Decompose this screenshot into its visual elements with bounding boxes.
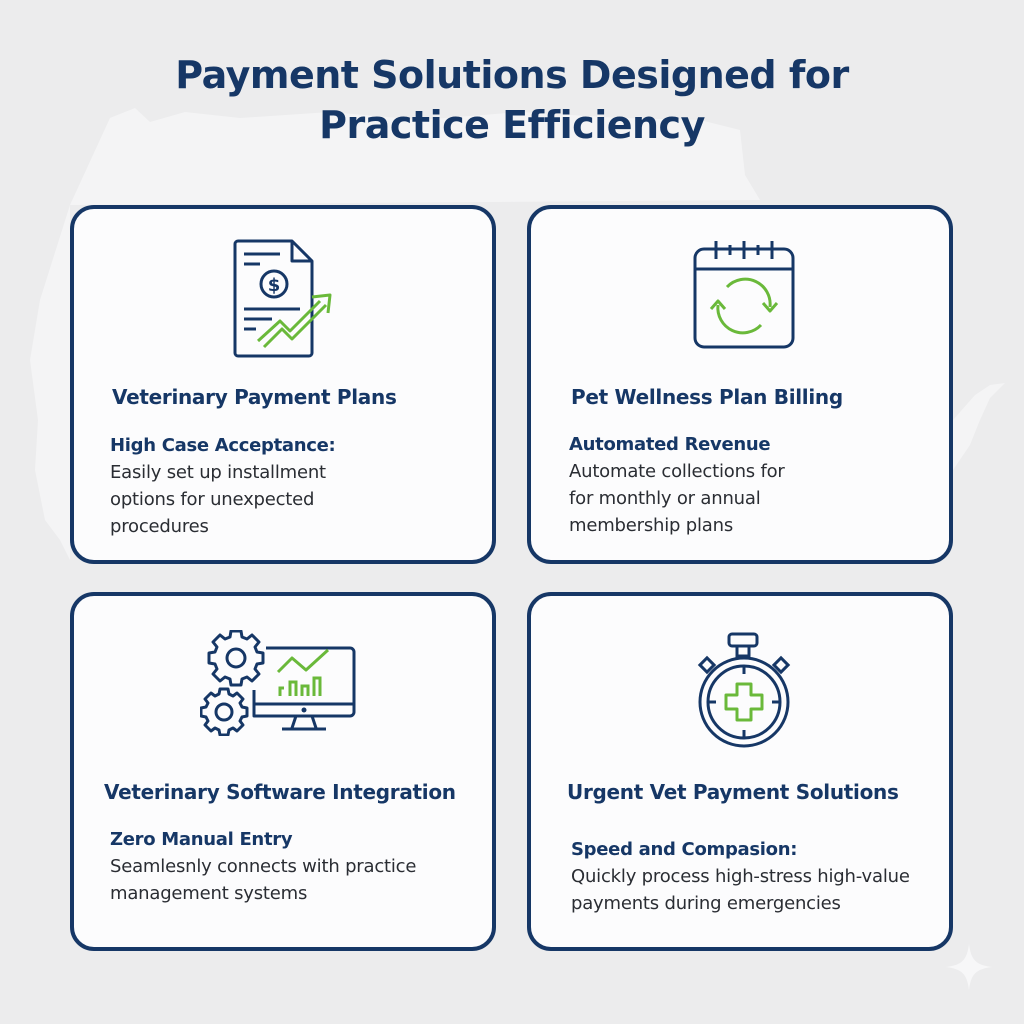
card-body-line: Seamlesnly connects with practice	[110, 856, 417, 877]
card-body-line: Automate collections for	[569, 461, 785, 482]
card-subtitle: Automated Revenue	[569, 434, 771, 455]
card-body-line: Easily set up installment	[110, 462, 326, 483]
card-body-line: membership plans	[569, 515, 734, 536]
card-body-line: Quickly process high-stress high-value	[571, 866, 910, 887]
page-title-line-2: Practice Efficiency	[319, 103, 705, 147]
gears-monitor-chart-icon	[200, 630, 360, 736]
card-title: Pet Wellness Plan Billing	[571, 385, 843, 409]
card-subtitle: High Case Acceptance:	[110, 435, 336, 456]
card-veterinary-payment-plans: $ Veterinary Payment Plans High Case Acc…	[70, 205, 496, 564]
card-body: Easily set up installment options for un…	[110, 459, 326, 540]
page-title: Payment Solutions Designed for Practice …	[0, 50, 1024, 150]
card-body: Seamlesnly connects with practice manage…	[110, 853, 416, 907]
card-body-line: payments during emergencies	[571, 893, 841, 914]
card-body-line: options for unexpected	[110, 489, 315, 510]
card-body: Automate collections for for monthly or …	[569, 458, 785, 539]
card-body-line: for monthly or annual	[569, 488, 761, 509]
card-title: Veterinary Software Integration	[104, 780, 456, 804]
card-body-line: management systems	[110, 883, 308, 904]
svg-text:$: $	[268, 275, 281, 296]
card-subtitle: Speed and Compasion:	[571, 839, 798, 860]
card-subtitle: Zero Manual Entry	[110, 829, 293, 850]
stopwatch-medical-cross-icon	[697, 632, 793, 750]
document-dollar-growth-icon: $	[228, 237, 340, 359]
card-urgent-vet-payment-solutions: Urgent Vet Payment Solutions Speed and C…	[527, 592, 953, 951]
card-title: Veterinary Payment Plans	[112, 385, 397, 409]
sparkle-icon	[946, 944, 992, 990]
card-pet-wellness-plan-billing: Pet Wellness Plan Billing Automated Reve…	[527, 205, 953, 564]
card-title: Urgent Vet Payment Solutions	[567, 780, 899, 804]
card-veterinary-software-integration: Veterinary Software Integration Zero Man…	[70, 592, 496, 951]
card-body: Quickly process high-stress high-value p…	[571, 863, 910, 917]
card-body-line: procedures	[110, 516, 209, 537]
page-title-line-1: Payment Solutions Designed for	[175, 53, 849, 97]
calendar-recurring-icon	[691, 239, 797, 351]
